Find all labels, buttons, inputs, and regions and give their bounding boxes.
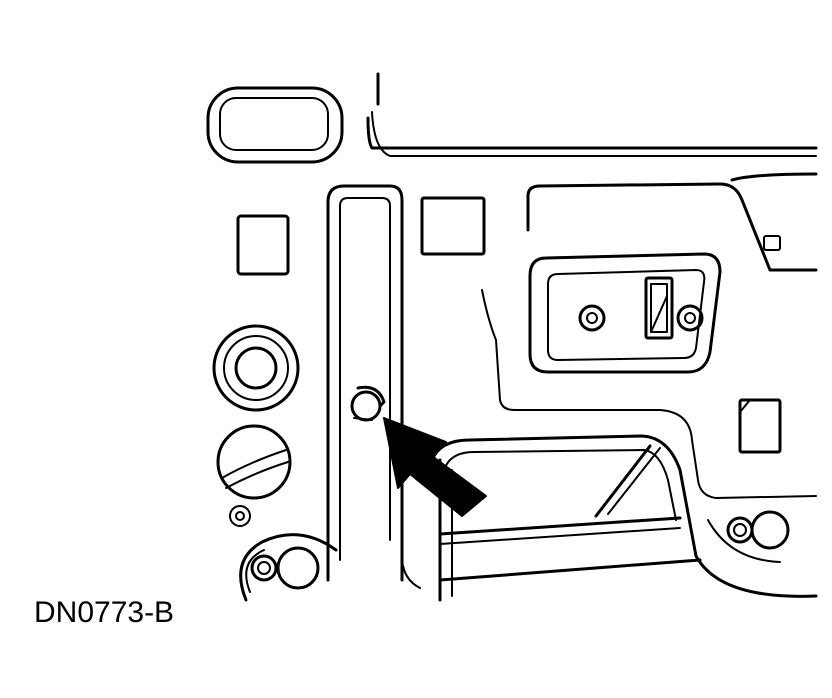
- armrest: [430, 434, 702, 602]
- figure-code: DN0773-B: [34, 596, 175, 629]
- inner-trim-outline: [481, 172, 818, 499]
- lower-left-bracket: [239, 533, 338, 602]
- lock-knob-right: [676, 304, 704, 332]
- small-mark-square: [763, 235, 781, 251]
- left-small-rect: [236, 214, 290, 276]
- lock-knob-left: [578, 304, 606, 332]
- small-washer: [229, 505, 251, 527]
- upper-panel-edge: [366, 111, 818, 157]
- indicator-arrow: [383, 417, 487, 517]
- lower-right-screw: [726, 510, 790, 550]
- striped-circle: [216, 424, 292, 500]
- switch-bezel: [528, 252, 722, 374]
- vertical-channel: [326, 184, 404, 582]
- right-small-rect: [738, 398, 782, 454]
- window-switch: [644, 276, 674, 340]
- center-small-square: [420, 196, 486, 256]
- channel-lower-guide: [401, 439, 421, 589]
- retaining-clip: [350, 385, 386, 422]
- lower-right-edge: [694, 519, 818, 598]
- round-grommet: [212, 324, 300, 412]
- top-grommet-rect: [206, 86, 344, 164]
